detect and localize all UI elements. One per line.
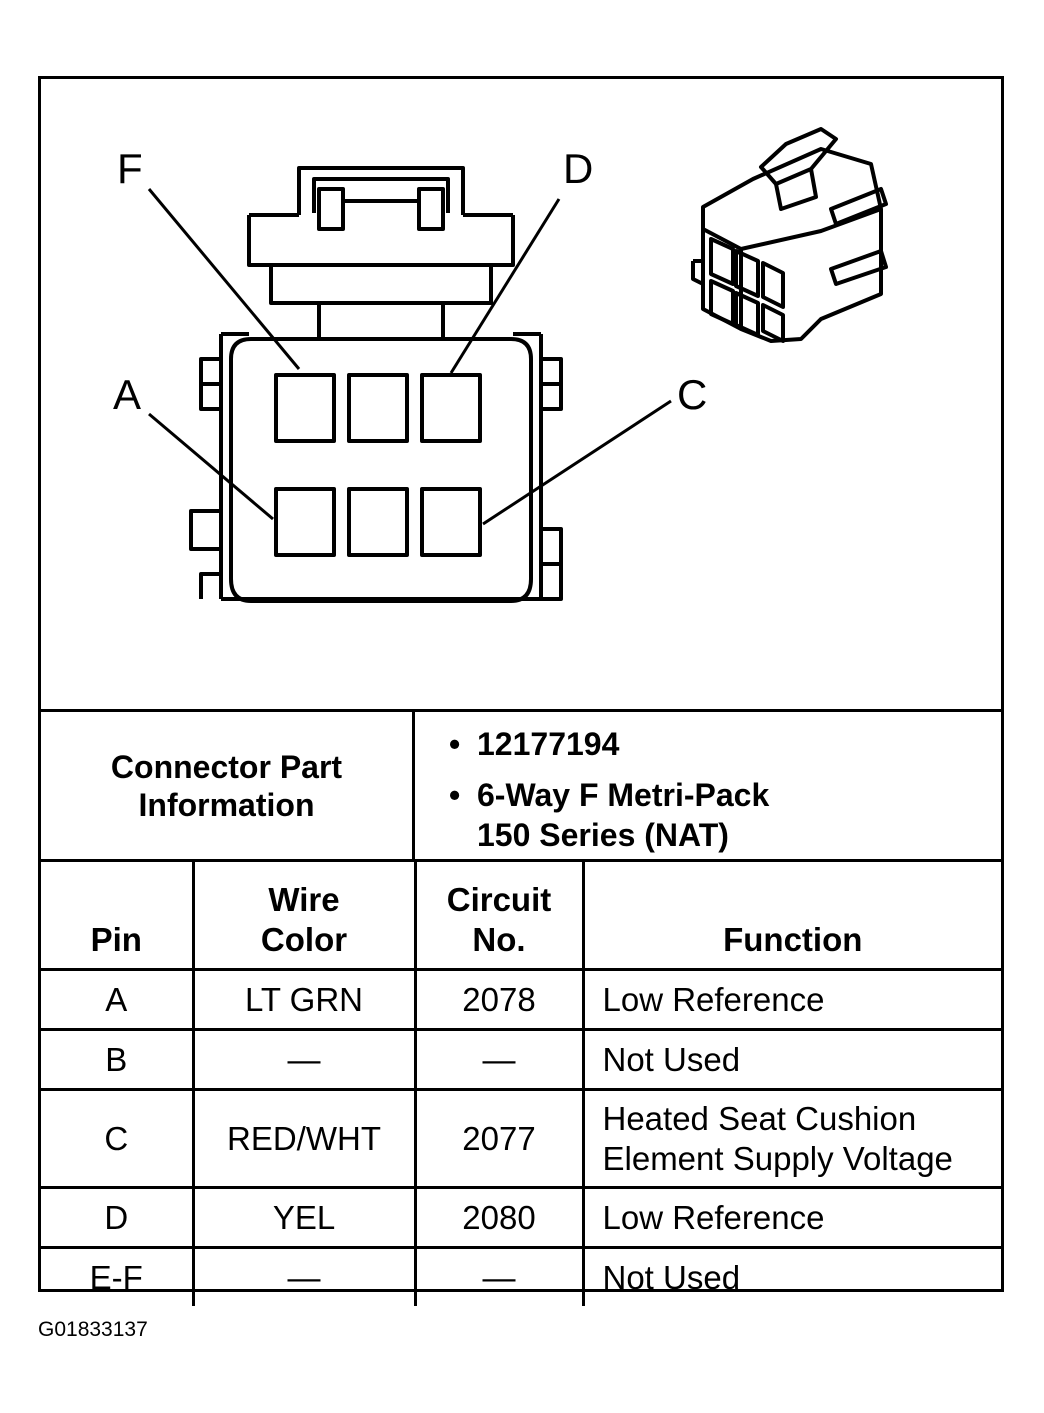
connector-part-information: Connector Part Information • 12177194 • … — [41, 709, 1001, 859]
cell-circuit: 2078 — [413, 968, 585, 1031]
cell-wire-color: — — [191, 1028, 417, 1091]
connector-description-line2: 150 Series (NAT) — [477, 817, 729, 853]
part-number: 12177194 — [477, 726, 620, 762]
pinout-table: Pin Wire Color Circuit No. Function A LT… — [41, 859, 1001, 1306]
connector-info-details: • 12177194 • 6-Way F Metri-Pack 150 Seri… — [415, 712, 1001, 859]
cell-circuit: 2077 — [413, 1088, 585, 1189]
part-number-item: • 12177194 — [449, 724, 620, 764]
connector-latch — [247, 166, 515, 339]
pin-label-f: F — [117, 145, 143, 192]
pin-label-a: A — [113, 371, 141, 418]
cell-wire-color: LT GRN — [191, 968, 417, 1031]
header-function: Function — [581, 859, 1001, 971]
figure-id: G01833137 — [38, 1318, 148, 1341]
header-circuit-no: Circuit No. — [413, 859, 585, 971]
header-wire-color: Wire Color — [191, 859, 417, 971]
pinout-table-header: Pin Wire Color Circuit No. Function — [41, 859, 1001, 971]
bullet-icon: • — [449, 777, 461, 813]
cell-wire-color: — — [191, 1246, 417, 1306]
connector-info-label: Connector Part Information — [41, 712, 415, 859]
connector-info-label-line2: Information — [138, 786, 315, 823]
cell-function: Low Reference — [581, 968, 1001, 1031]
cell-pin: C — [41, 1088, 195, 1189]
cell-circuit: 2080 — [413, 1186, 585, 1249]
cell-function: Heated Seat Cushion Element Supply Volta… — [581, 1088, 1001, 1189]
cell-pin: B — [41, 1028, 195, 1091]
connector-description-item: • 6-Way F Metri-Pack 150 Series (NAT) — [449, 775, 770, 855]
header-pin: Pin — [41, 859, 195, 971]
table-row: B — — Not Used — [41, 1028, 1001, 1091]
connector-body — [189, 332, 563, 603]
pin-label-c: C — [677, 371, 707, 418]
connector-diagram: F D A C — [41, 79, 1001, 709]
cell-pin: A — [41, 968, 195, 1031]
pin-leader-lines — [147, 188, 672, 526]
cell-circuit: — — [413, 1028, 585, 1091]
cell-function: Not Used — [581, 1028, 1001, 1091]
table-row: C RED/WHT 2077 Heated Seat Cushion Eleme… — [41, 1088, 1001, 1189]
table-row: A LT GRN 2078 Low Reference — [41, 968, 1001, 1031]
bullet-icon: • — [449, 726, 461, 762]
cell-circuit: — — [413, 1246, 585, 1306]
cell-pin: E-F — [41, 1246, 195, 1306]
table-row: E-F — — Not Used — [41, 1246, 1001, 1306]
pin-cavities — [274, 373, 482, 557]
cell-function: Low Reference — [581, 1186, 1001, 1249]
cell-function: Not Used — [581, 1246, 1001, 1306]
connector-isometric-view — [691, 127, 888, 343]
cell-pin: D — [41, 1186, 195, 1249]
connector-face-drawing: F D A C — [113, 127, 888, 603]
cell-wire-color: RED/WHT — [191, 1088, 417, 1189]
pin-label-d: D — [563, 145, 593, 192]
connector-info-label-line1: Connector Part — [110, 748, 343, 785]
connector-description-line1: 6-Way F Metri-Pack — [477, 777, 770, 813]
cell-wire-color: YEL — [191, 1186, 417, 1249]
table-row: D YEL 2080 Low Reference — [41, 1186, 1001, 1249]
connector-figure-frame: F D A C Connector Part Information • 121… — [38, 76, 1004, 1306]
